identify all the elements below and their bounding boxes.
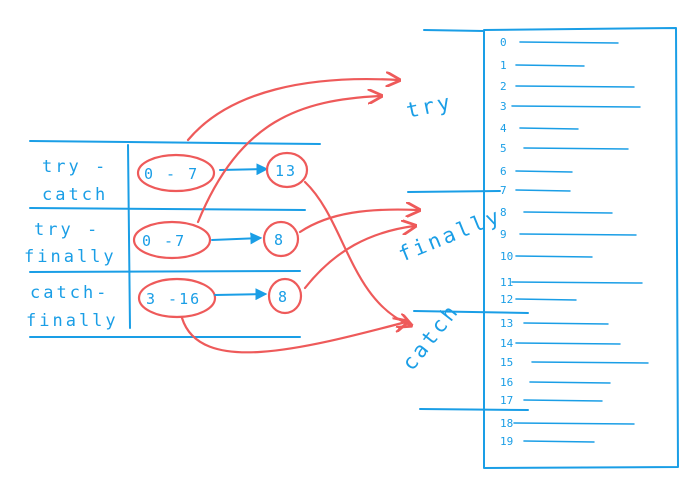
section-label-try: try: [404, 90, 455, 123]
row-2-target-circle: [262, 220, 300, 258]
arrow-try-finally-to-try: [196, 96, 380, 224]
row-1-label-line2: catch: [42, 185, 108, 205]
code-index-6: 6: [500, 165, 507, 178]
code-index-9: 9: [500, 228, 507, 241]
row-3-label-line2: finally: [26, 311, 119, 331]
row-1-target: 13: [275, 162, 297, 180]
row-1-range-circle: [136, 153, 216, 193]
table-column-divider: [127, 144, 131, 329]
code-index-17: 17: [500, 394, 513, 407]
code-index-7: 7: [500, 184, 507, 197]
code-index-4: 4: [500, 122, 507, 135]
code-line-4: [519, 127, 579, 130]
arrow-try-catch-to-try: [186, 79, 398, 142]
code-line-10: [515, 255, 593, 258]
row-3-handler-arrow: [214, 288, 268, 301]
row-2-label-line2: finally: [24, 247, 117, 267]
row-1-range: 0 - 7: [144, 165, 199, 183]
arrow-8-to-finally-2: [303, 226, 414, 290]
code-line-12: [515, 298, 577, 301]
row-2-target: 8: [274, 231, 285, 249]
arrow-13-to-catch: [303, 180, 410, 325]
row-2-range: 0 -7: [142, 232, 186, 250]
row-1-label-line1: try -: [42, 157, 108, 177]
row-1-target-circle: [265, 151, 309, 189]
code-index-3: 3: [500, 100, 507, 113]
boundary-rule-end: [419, 408, 529, 411]
code-index-11: 11: [500, 276, 513, 289]
code-line-7: [515, 189, 571, 192]
code-index-0: 0: [500, 36, 507, 49]
section-label-catch: catch: [397, 299, 464, 375]
code-index-19: 19: [500, 435, 513, 448]
code-line-6: [515, 170, 573, 173]
code-line-11: [511, 281, 643, 284]
table-rule-top: [29, 140, 321, 145]
row-3-label-line1: catch-: [30, 283, 109, 303]
code-index-15: 15: [500, 356, 513, 369]
row-3-target-circle: [267, 277, 303, 315]
row-3-range: 3 -16: [146, 290, 201, 308]
code-line-17: [523, 399, 603, 402]
arrow-catch-finally-to-catch: [180, 318, 406, 354]
code-index-5: 5: [500, 142, 507, 155]
code-index-10: 10: [500, 250, 513, 263]
boundary-rule-finally: [407, 190, 501, 193]
code-line-19: [523, 440, 595, 443]
row-2-label-line1: try -: [34, 220, 100, 240]
code-index-14: 14: [500, 337, 514, 350]
code-line-9: [519, 233, 637, 236]
row-3-range-circle: [137, 277, 217, 319]
mapping-arrows: [180, 79, 418, 354]
arrow-8-to-finally-1: [298, 210, 418, 234]
code-index-18: 18: [500, 417, 513, 430]
code-line-3: [511, 105, 641, 108]
boundary-rule-top: [423, 29, 485, 32]
code-line-0: [519, 41, 619, 44]
code-line-16: [529, 381, 611, 384]
code-index-8: 8: [500, 206, 507, 219]
code-line-5: [523, 147, 629, 150]
code-line-8: [523, 211, 613, 214]
row-2-handler-arrow: [211, 232, 263, 245]
code-line-13: [523, 322, 609, 325]
exception-table: try - catch 0 - 7 13 try - finally 0 -7 …: [24, 140, 321, 338]
code-index-1: 1: [500, 59, 507, 72]
row-3-target: 8: [278, 288, 289, 306]
boundary-rule-catch: [413, 310, 529, 314]
listing-border: [483, 27, 679, 469]
code-line-18: [513, 422, 635, 425]
code-line-14: [515, 342, 621, 345]
code-line-1: [515, 64, 585, 67]
row-2-range-circle: [132, 220, 212, 260]
code-index-2: 2: [500, 80, 507, 93]
table-rule-1: [29, 207, 306, 211]
section-label-finally: finally: [395, 203, 506, 266]
code-index-16: 16: [500, 376, 513, 389]
code-line-2: [515, 85, 635, 88]
code-line-15: [531, 361, 649, 364]
row-1-handler-arrow: [219, 163, 269, 176]
code-index-13: 13: [500, 317, 513, 330]
code-index-12: 12: [500, 293, 513, 306]
table-rule-2: [29, 270, 301, 273]
